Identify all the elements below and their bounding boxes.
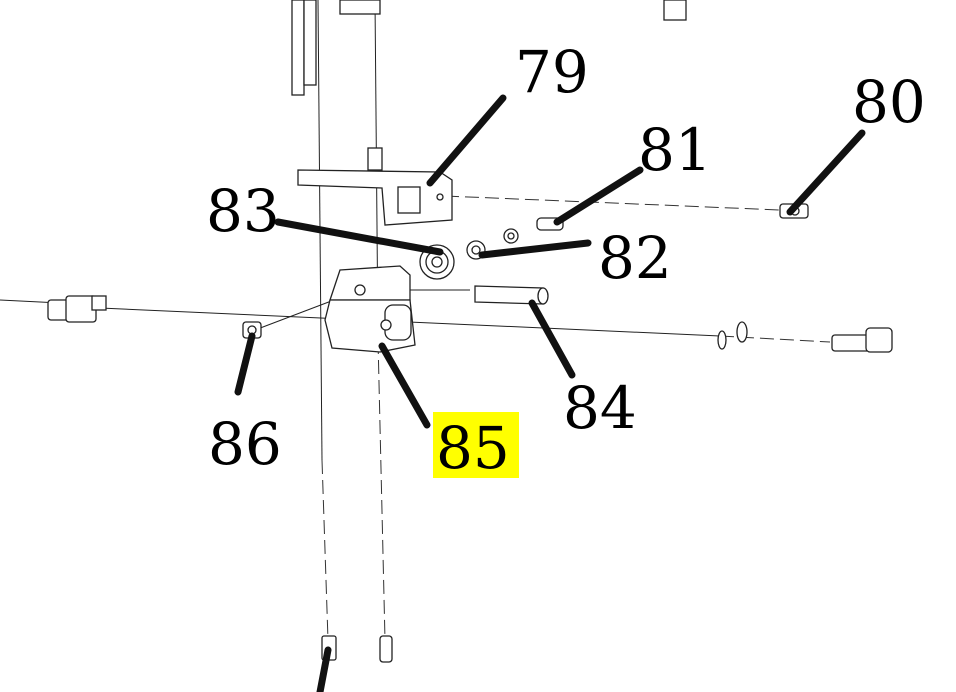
callout-81: 81 <box>638 116 712 184</box>
callout-80: 80 <box>852 68 926 136</box>
part-79-bracket <box>297 147 453 226</box>
callout-labels: 79 80 81 82 83 84 85 86 <box>206 38 926 482</box>
bottom-screws <box>316 635 393 692</box>
part-82-83-bearing <box>419 240 486 280</box>
callout-83: 83 <box>206 177 280 245</box>
upper-frame <box>291 0 687 96</box>
callout-82: 82 <box>598 224 672 292</box>
part-86-screw <box>242 321 262 339</box>
callout-86: 86 <box>208 410 282 478</box>
leader-85 <box>378 342 431 429</box>
part-84-pin <box>474 285 549 305</box>
callout-79: 79 <box>515 38 589 106</box>
callout-84: 84 <box>563 374 637 442</box>
leader-79 <box>426 94 507 187</box>
axle-fittings <box>47 295 893 353</box>
callout-85: 85 <box>436 414 510 482</box>
leader-lines <box>234 94 866 429</box>
callout-85-highlight <box>433 412 519 478</box>
assembly-lines <box>0 0 831 641</box>
leader-82 <box>478 239 592 259</box>
leader-80 <box>786 129 866 216</box>
leader-86 <box>234 332 256 396</box>
part-85-block <box>324 265 416 353</box>
leader-81 <box>553 166 644 226</box>
leader-83 <box>274 218 444 256</box>
leader-84 <box>528 299 576 379</box>
